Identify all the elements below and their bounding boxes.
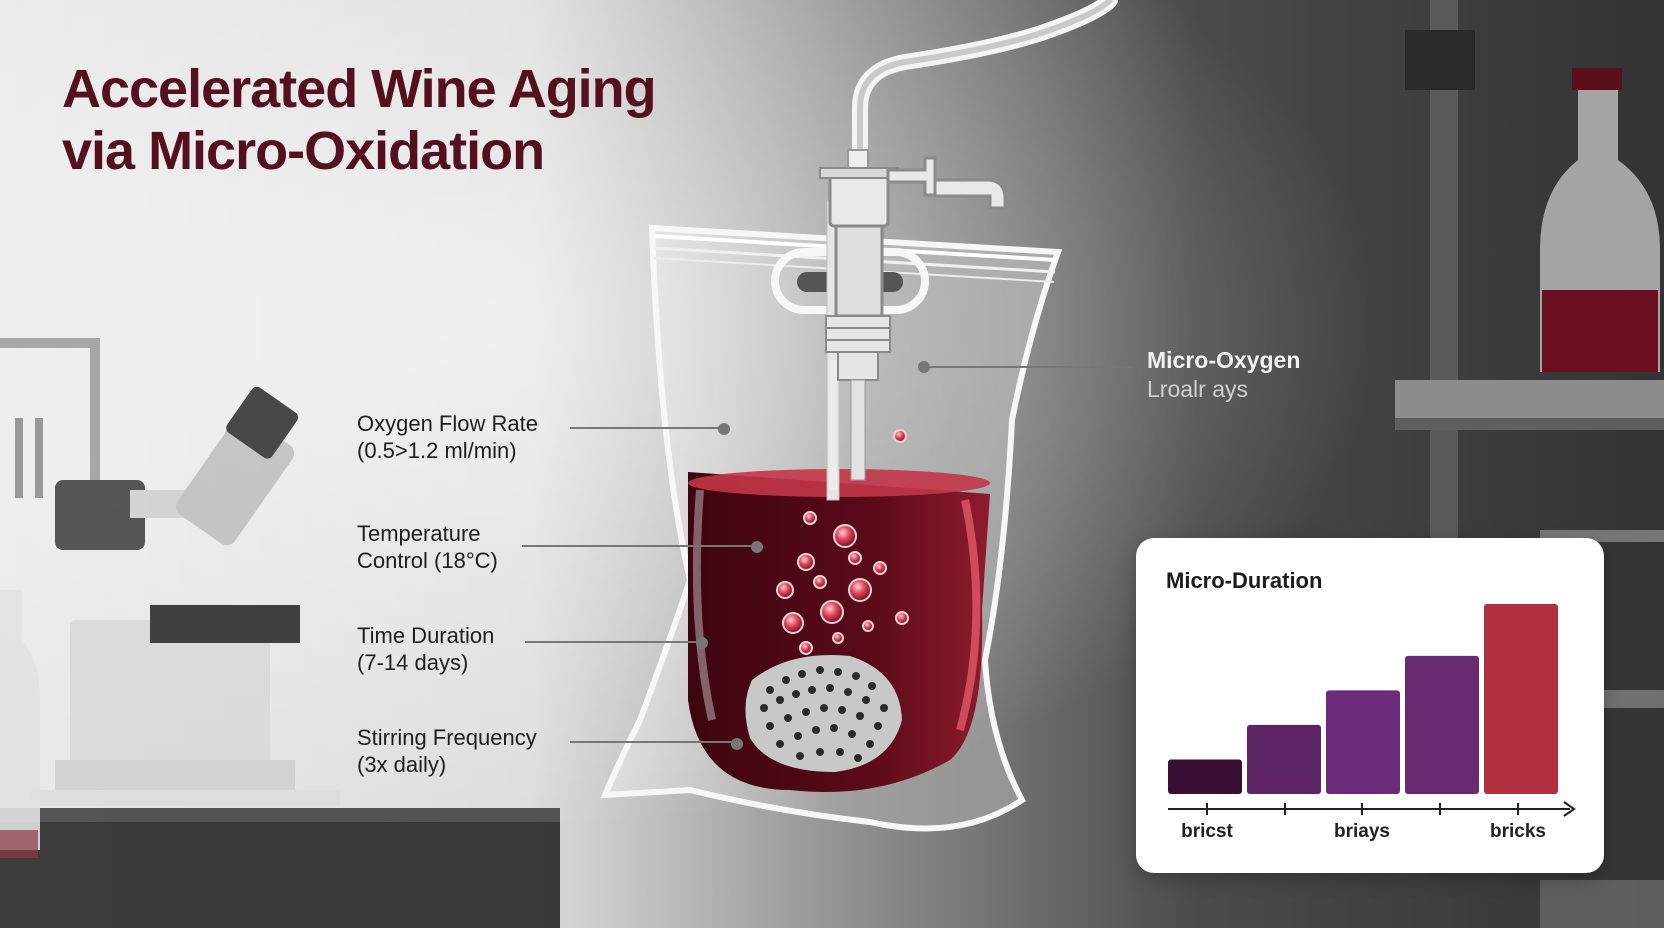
title-line-1: Accelerated Wine Aging [62, 59, 657, 119]
chart-bar-3 [1326, 690, 1400, 794]
page-title: Accelerated Wine Aging via Micro-Oxidati… [62, 58, 657, 182]
micro-duration-chart-card: Micro-Duration bricst briays bricks [1136, 538, 1604, 873]
aging-bag [600, 149, 1063, 832]
chart-bar-1 [1168, 759, 1242, 794]
time-duration-line-2: (7-14 days) [357, 650, 469, 675]
chart-bar-5 [1484, 604, 1558, 794]
oxygen-flow-line-1: Oxygen Flow Rate [357, 411, 538, 436]
leader-lines [522, 366, 1132, 743]
oxygen-bubbles [776, 429, 909, 655]
tick-label-1: bricst [1181, 821, 1233, 842]
chart-bar-4 [1405, 655, 1479, 794]
chart-bar-2 [1247, 724, 1321, 794]
stirring-line-2: (3x daily) [357, 752, 447, 777]
time-duration-label: Time Duration (7-14 days) [357, 622, 494, 676]
temperature-line-1: Temperature [357, 521, 481, 546]
micro-oxygen-line-1: Micro-Oxygen [1147, 347, 1301, 373]
tick-label-3: bricks [1490, 821, 1546, 842]
tick-label-2: briays [1334, 821, 1390, 842]
temperature-label: Temperature Control (18°C) [357, 520, 498, 574]
microscope-icon [0, 338, 560, 928]
title-line-2: via Micro-Oxidation [62, 121, 545, 181]
bar-chart [1168, 604, 1576, 817]
stirring-label: Stirring Frequency (3x daily) [357, 724, 537, 778]
diffusion-stone-icon [745, 655, 902, 772]
wine-bottle-shelf [1395, 0, 1664, 928]
temperature-line-2: Control (18°C) [357, 548, 498, 573]
oxygen-flow-line-2: (0.5>1.2 ml/min) [357, 438, 517, 463]
stone-pores [760, 666, 888, 762]
x-axis-arrow-icon [1563, 801, 1576, 817]
time-duration-line-1: Time Duration [357, 623, 495, 648]
leader-dots [696, 361, 930, 750]
oxygen-flow-label: Oxygen Flow Rate (0.5>1.2 ml/min) [357, 410, 538, 464]
stirring-line-1: Stirring Frequency [357, 725, 537, 750]
micro-oxygen-line-2: Lroalr ays [1147, 376, 1248, 402]
chart-title: Micro-Duration [1166, 568, 1323, 593]
micro-oxygen-label: Micro-Oxygen Lroalr ays [1147, 346, 1300, 404]
